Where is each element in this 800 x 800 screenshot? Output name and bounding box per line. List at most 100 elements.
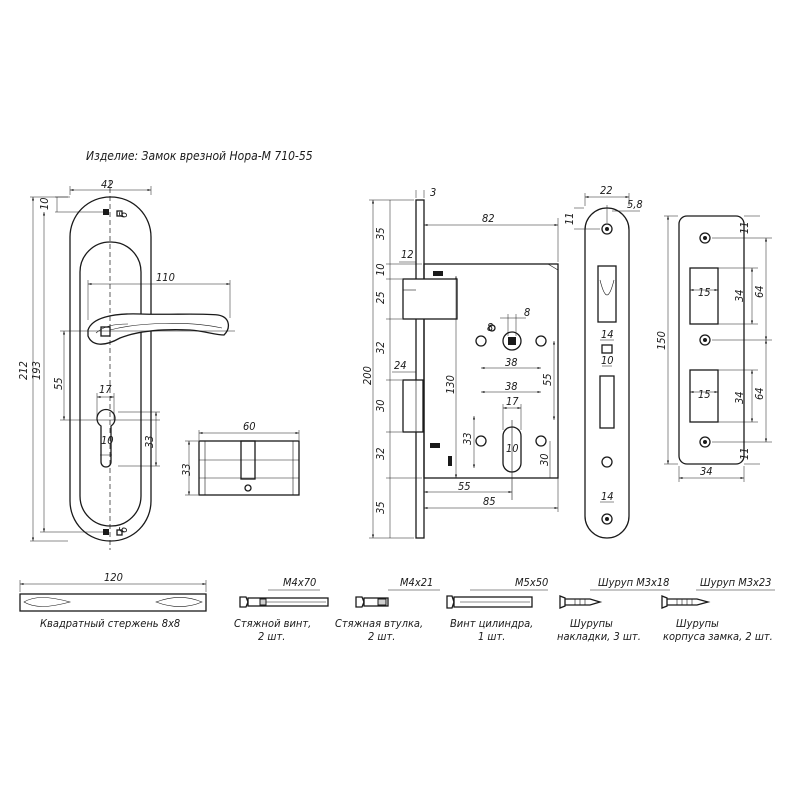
bushing-head bbox=[355, 596, 365, 608]
mount-hole-5 bbox=[535, 435, 547, 447]
front-screw-top bbox=[601, 223, 613, 235]
bushing-m4x21: М4х21 Стяжная втулка, 2 шт. bbox=[335, 576, 440, 643]
dim-strike-64a: 64 bbox=[753, 285, 766, 298]
dim-handle-axes: 193 bbox=[30, 361, 43, 380]
dim-front-width: 22 bbox=[600, 184, 613, 197]
dim-130: 130 bbox=[444, 375, 457, 394]
screw-m3x18-spec: Шуруп М3х18 bbox=[598, 576, 669, 589]
screw-m5x50-head bbox=[446, 595, 455, 609]
dim-strike-height: 150 bbox=[655, 331, 668, 350]
handle-screw-top bbox=[103, 209, 109, 215]
dim-strike-15b: 15 bbox=[698, 388, 711, 401]
dim-strike-34b: 34 bbox=[733, 391, 746, 404]
dim-faceplate-thickness: 3 bbox=[430, 186, 436, 199]
dim-front-11: 11 bbox=[563, 212, 576, 225]
square-spindle: 120 Квадратный стержень 8х8 bbox=[19, 571, 207, 630]
bushing-shaft bbox=[363, 597, 389, 607]
screw-m5x50: М5х50 Винт цилиндра, 1 шт. bbox=[446, 576, 548, 643]
dim-17: 17 bbox=[506, 395, 519, 408]
handle-lever-shade bbox=[109, 323, 223, 331]
dim-front-10: 10 bbox=[601, 354, 614, 367]
dim-35b: 35 bbox=[374, 501, 387, 514]
screw-m3x23-spec: Шуруп М3х23 bbox=[700, 576, 771, 589]
dim-top-35: 35 bbox=[374, 227, 387, 240]
dim-25: 25 bbox=[374, 291, 387, 304]
dim-10c: 10 bbox=[506, 442, 519, 455]
lock-faceplate bbox=[415, 199, 425, 539]
strike-screw-mid bbox=[699, 334, 711, 346]
handle-lever bbox=[87, 313, 229, 345]
cylinder-cam bbox=[240, 440, 256, 480]
screw-m4x70: М4х70 Стяжной винт, 2 шт. bbox=[234, 576, 329, 643]
handle-screw-top-2 bbox=[116, 210, 123, 217]
dim-32a: 32 bbox=[374, 341, 387, 354]
dim-24: 24 bbox=[394, 359, 407, 372]
latch-bolt bbox=[402, 278, 458, 320]
dim-strike-width: 34 bbox=[700, 465, 713, 478]
small-slot-top bbox=[433, 271, 443, 276]
drawing-title: Изделие: Замок врезной Нора-М 710-55 bbox=[86, 149, 313, 163]
dim-cylinder-width: 17 bbox=[99, 383, 112, 396]
screw-m5x50-shaft bbox=[453, 596, 533, 608]
spindle-square bbox=[508, 337, 516, 345]
screw-m4x70-spec: М4х70 bbox=[283, 576, 316, 589]
dim-cylinder-body-height: 33 bbox=[180, 463, 193, 476]
screw-m3x23-label2: корпуса замка, 2 шт. bbox=[663, 630, 773, 643]
dim-10: 10 bbox=[374, 263, 387, 276]
dim-33: 33 bbox=[461, 432, 474, 445]
dim-lock-height: 200 bbox=[361, 366, 374, 385]
screw-m3x18-shaft bbox=[565, 598, 603, 606]
cylinder-body bbox=[198, 440, 300, 496]
dim-55h: 55 bbox=[458, 480, 471, 493]
screw-m5x50-label1: Винт цилиндра, bbox=[450, 617, 533, 630]
dim-8a: 8 bbox=[487, 321, 493, 334]
dim-30a: 30 bbox=[374, 399, 387, 412]
dim-hole-top: 6 bbox=[117, 212, 130, 218]
strike-bolt-window bbox=[689, 369, 719, 423]
dim-lever-length: 110 bbox=[156, 271, 175, 284]
mount-hole-3 bbox=[535, 335, 547, 347]
dim-spindle-length: 120 bbox=[104, 571, 123, 584]
cylinder-screw-hole bbox=[244, 484, 252, 492]
dead-bolt bbox=[402, 379, 424, 433]
lock-cylinder-hole bbox=[502, 426, 522, 473]
bushing-label2: 2 шт. bbox=[368, 630, 395, 643]
mount-hole-4 bbox=[475, 435, 487, 447]
screw-m4x70-shaft bbox=[247, 597, 329, 607]
dim-strike-11b: 11 bbox=[738, 447, 751, 460]
dim-handle-total: 212 bbox=[17, 361, 30, 380]
dim-30b: 30 bbox=[538, 453, 551, 466]
screw-m3x23-shaft bbox=[667, 598, 711, 606]
screw-m3x18-label1: Шурупы bbox=[570, 617, 613, 630]
bushing-spec: М4х21 bbox=[400, 576, 433, 589]
handle-spindle-hole bbox=[100, 326, 111, 337]
screw-m4x70-label2: 2 шт. bbox=[258, 630, 285, 643]
lock-body-view: 3 82 200 35 12 10 25 32 24 30 32 35 1 bbox=[361, 186, 559, 539]
handle-backplate-inner bbox=[79, 241, 142, 527]
dim-32b: 32 bbox=[374, 447, 387, 460]
dim-strike-64b: 64 bbox=[753, 387, 766, 400]
dim-handle-width: 42 bbox=[101, 178, 114, 191]
dim-cylinder-height: 33 bbox=[143, 435, 156, 448]
strike-plate-view: 15 15 150 11 34 64 34 64 11 34 bbox=[655, 215, 772, 482]
screw-m3x23-head bbox=[661, 595, 668, 609]
front-bolt-window bbox=[599, 375, 615, 429]
front-faceplate bbox=[584, 207, 630, 539]
screw-m3x23: Шуруп М3х23 Шурупы корпуса замка, 2 шт. bbox=[661, 576, 775, 643]
dim-hole-bottom: 6 bbox=[117, 527, 130, 533]
handle-screw-bottom bbox=[103, 529, 109, 535]
mount-hole-1 bbox=[488, 324, 496, 332]
dim-55v: 55 bbox=[541, 373, 554, 386]
dim-8b: 8 bbox=[524, 306, 530, 319]
mount-hole-2 bbox=[475, 335, 487, 347]
spindle-hub bbox=[502, 331, 522, 351]
dim-lever-to-cylinder: 55 bbox=[52, 377, 65, 390]
handle-view: 42 10 212 193 110 55 17 10 33 bbox=[17, 178, 235, 550]
spindle-bar bbox=[19, 593, 207, 612]
dim-38b: 38 bbox=[505, 380, 518, 393]
dim-front-14a: 14 bbox=[601, 328, 614, 341]
screw-m3x18: Шуруп М3х18 Шурупы накладки, 3 шт. bbox=[557, 576, 670, 643]
dim-cylinder-length: 60 bbox=[243, 420, 256, 433]
faceplate-front-view: 22 5,8 11 14 10 14 bbox=[563, 184, 643, 539]
